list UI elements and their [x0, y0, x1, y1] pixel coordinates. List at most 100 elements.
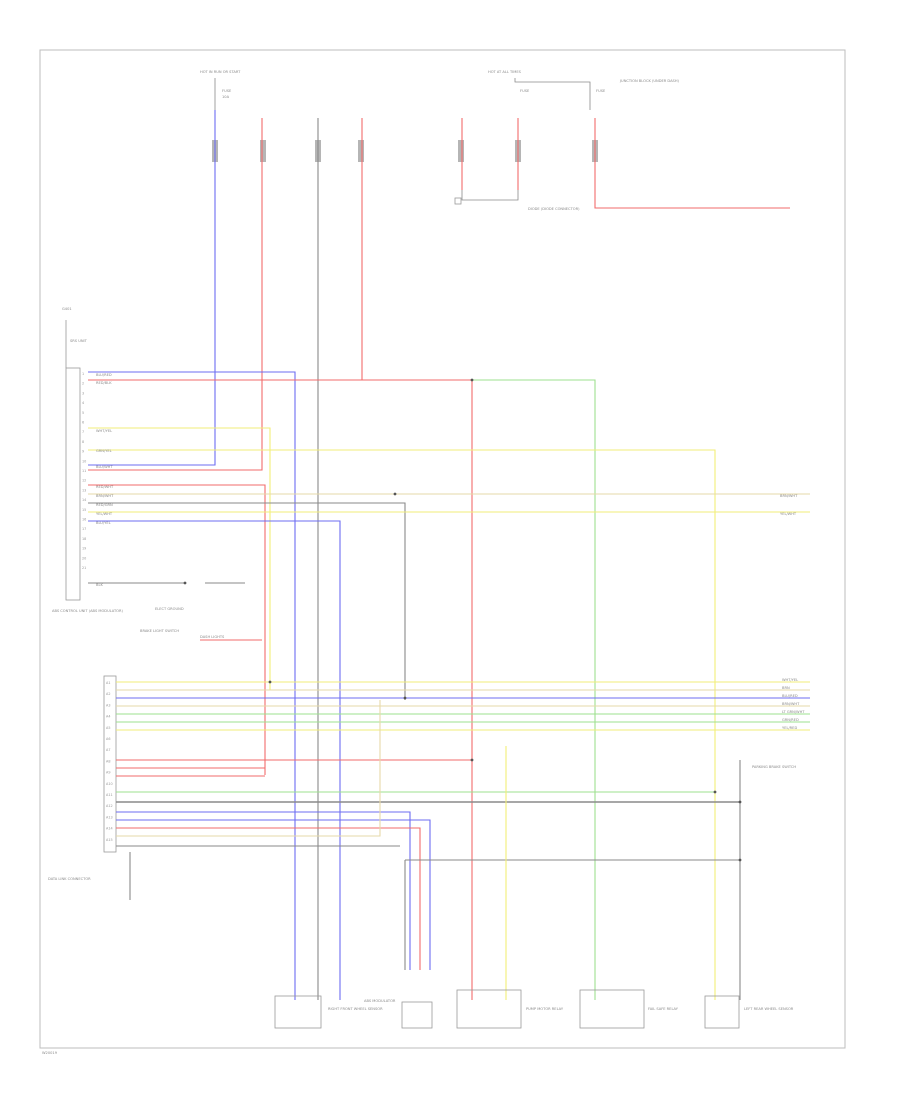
lower-pin-A6: A6	[106, 737, 110, 741]
wire-wht-yel	[88, 427, 271, 690]
abs-pin-14: 14	[82, 498, 86, 502]
connector-c4	[358, 140, 364, 162]
splice-3	[183, 581, 187, 585]
diode-label: DIODE (DIODE CONNECTOR)	[528, 207, 580, 211]
ground-symbol-label: G401	[62, 307, 72, 311]
sensor-rl-label: LEFT REAR WHEEL SENSOR	[744, 1007, 794, 1011]
modulator-box	[401, 1001, 433, 1029]
wl-yel-wht: YEL/WHT	[96, 512, 113, 516]
motor-relay-box	[456, 989, 522, 1029]
wire-bus-blu-label: BLU/RED	[782, 694, 798, 698]
wl-red-wht: RED/WHT	[96, 485, 114, 489]
abs-pin-17: 17	[82, 527, 86, 531]
abs-pin-3: 3	[82, 391, 84, 395]
splice-7	[713, 790, 717, 794]
splice-6	[470, 758, 474, 762]
abs-pin-1: 1	[82, 372, 84, 376]
wire-network: BLU/RED RED/BLK WHT/YEL GRN/YEL BLU/WHT RED/W…	[88, 110, 810, 1000]
lower-pin-A14: A14	[106, 827, 113, 831]
wire-bus-yel-1-label: WHT/YEL	[782, 678, 798, 682]
abs-control-unit: G401 SRS UNIT ABS CONTROL UNIT (ABS MODU…	[52, 307, 123, 613]
fuse-amp-1: 10A	[222, 95, 230, 99]
abs-pin-19: 19	[82, 547, 86, 551]
wire-yel-wht-long	[88, 449, 716, 1000]
wire-lower-blue-1	[116, 811, 411, 970]
dash-lights-label: DASH LIGHTS	[200, 635, 225, 639]
lower-pin-A5: A5	[106, 726, 110, 730]
connector-c2	[260, 140, 266, 162]
data-link-label: DATA LINK CONNECTOR	[48, 877, 91, 881]
park-brake-label: PARKING BRAKE SWITCH	[752, 765, 796, 769]
diagram-frame	[39, 49, 846, 1049]
abs-pin-7: 7	[82, 430, 84, 434]
abs-pin-21: 21	[82, 566, 86, 570]
splice-1	[470, 378, 474, 382]
abs-pin-15: 15	[82, 508, 86, 512]
wl-blu-yel: BLU/YEL	[96, 521, 111, 525]
lower-pin-A7: A7	[106, 748, 110, 752]
lower-pin-A9: A9	[106, 771, 110, 775]
wl-brn-wht-right: BRN/WHT	[780, 494, 798, 498]
brake-light-label: BRAKE LIGHT SWITCH	[140, 629, 179, 633]
lower-pin-A15: A15	[106, 838, 113, 842]
wl-red-blk: RED/BLK	[96, 381, 112, 385]
wire-grn-yel	[472, 379, 596, 1000]
srs-unit-label: SRS UNIT	[70, 339, 88, 343]
abs-pin-5: 5	[82, 411, 84, 415]
lower-pin-A2: A2	[106, 692, 110, 696]
wl-brn-wht: BRN/WHT	[96, 494, 114, 498]
abs-pin-4: 4	[82, 401, 84, 405]
wire-lower-blue-2	[116, 819, 431, 970]
lower-pin-A11: A11	[106, 793, 113, 797]
wl-grn-yel: GRN/YEL	[96, 449, 112, 453]
wl-wht-yel: WHT/YEL	[96, 429, 112, 433]
abs-pin-8: 8	[82, 440, 84, 444]
wl-blk: BLK	[96, 583, 103, 587]
abs-pin-16: 16	[82, 518, 86, 522]
lower-pin-A3: A3	[106, 703, 110, 707]
wire-blu-wht	[88, 520, 341, 1000]
connector-c5	[458, 140, 464, 162]
lower-connector-block	[103, 675, 117, 853]
abs-pin-6: 6	[82, 421, 84, 425]
wl-blu-wht: BLU/WHT	[96, 465, 113, 469]
wire-gray-mid	[88, 502, 406, 700]
splice-9	[738, 858, 742, 862]
abs-pin-13: 13	[82, 488, 86, 492]
wire-lower-red-4	[116, 827, 421, 970]
fuse-label-2: FUSE	[520, 89, 530, 93]
wire-bus-grn-1-label: LT GRN/WHT	[782, 710, 805, 714]
lower-pin-A4: A4	[106, 715, 110, 719]
splice-2	[393, 492, 397, 496]
lower-pin-A1: A1	[106, 681, 110, 685]
sensor-fr-box	[274, 995, 322, 1029]
wl-yel-wht-right: YEL/WHT	[780, 512, 797, 516]
abs-pin-20: 20	[82, 556, 86, 560]
junction-block-label: JUNCTION BLOCK (UNDER DASH)	[619, 79, 680, 83]
wire-bus-brn-label: BRN	[782, 686, 790, 690]
wire-bus-yel-2-label: YEL/RED	[782, 726, 797, 730]
wire-lower-tan	[116, 700, 381, 837]
splice-5	[403, 696, 407, 700]
sensor-rl-box	[704, 995, 740, 1029]
wire-red-wht	[88, 484, 266, 775]
wire-feed-red-1	[88, 118, 263, 471]
wire-feed-blue	[88, 110, 216, 466]
fuse-label-3: FUSE	[596, 89, 606, 93]
abs-unit-label: ABS CONTROL UNIT (ABS MODULATOR)	[52, 609, 123, 613]
wire-bus-brn-wht-label: BRN/WHT	[782, 702, 800, 706]
abs-pin-2: 2	[82, 382, 84, 386]
splice-8	[738, 800, 742, 804]
sensor-fr-label: RIGHT FRONT WHEEL SENSOR	[328, 1007, 383, 1011]
abs-pin-10: 10	[82, 459, 86, 463]
abs-pin-18: 18	[82, 537, 86, 541]
lower-pin-A12: A12	[106, 804, 113, 808]
page-marker: W20019	[42, 1051, 58, 1055]
splice-4	[268, 680, 272, 684]
wire-blu-red	[88, 371, 296, 1000]
abs-pin-12: 12	[82, 479, 86, 483]
ground-label: ELECT GROUND	[155, 607, 184, 611]
